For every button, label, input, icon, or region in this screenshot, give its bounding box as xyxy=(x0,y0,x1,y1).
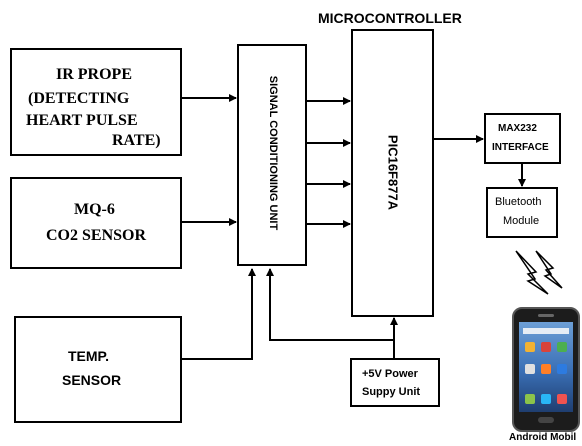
max232-block: MAX232 INTERFACE xyxy=(484,113,561,164)
temp-sensor-line1: TEMP. xyxy=(68,348,109,364)
power-supply-block: +5V Power Suppy Unit xyxy=(350,358,440,407)
ir-probe-line1: IR PROPE xyxy=(56,66,132,83)
power-line2: Suppy Unit xyxy=(362,386,421,398)
ir-probe-block: IR PROPE (DETECTING HEART PULSE RATE) xyxy=(10,48,182,156)
diagram-title: MICROCONTROLLER xyxy=(318,10,462,26)
phone-speaker xyxy=(538,314,554,317)
phone-home-button xyxy=(538,417,554,423)
bluetooth-block: Bluetooth Module xyxy=(486,187,558,238)
ir-probe-line3: HEART PULSE xyxy=(26,112,138,129)
wireless-link-icon xyxy=(515,250,563,295)
signal-conditioning-block: SIGNAL CONDITIONING UNIT xyxy=(237,44,307,266)
temp-sensor-block: TEMP. SENSOR xyxy=(14,316,182,423)
max232-line1: MAX232 xyxy=(498,123,537,134)
bluetooth-line1: Bluetooth xyxy=(495,196,542,208)
bluetooth-line2: Module xyxy=(503,215,540,227)
android-phone-icon xyxy=(512,307,580,432)
gas-sensor-block: MQ-6 CO2 SENSOR xyxy=(10,177,182,269)
temp-sensor-line2: SENSOR xyxy=(62,372,122,388)
max232-line2: INTERFACE xyxy=(492,142,549,153)
arrow-power-to-scu xyxy=(266,268,394,341)
arrow-temp-to-scu xyxy=(182,268,256,360)
phone-screen xyxy=(519,322,573,412)
ir-probe-line2: (DETECTING xyxy=(28,90,130,107)
microcontroller-block: PIC16F877A xyxy=(351,29,434,317)
power-line1: +5V Power xyxy=(362,368,418,380)
phone-caption: Android Mobil xyxy=(509,432,577,443)
gas-sensor-line2: CO2 SENSOR xyxy=(46,227,147,244)
gas-sensor-line1: MQ-6 xyxy=(74,201,115,218)
ir-probe-line4: RATE) xyxy=(112,132,161,149)
